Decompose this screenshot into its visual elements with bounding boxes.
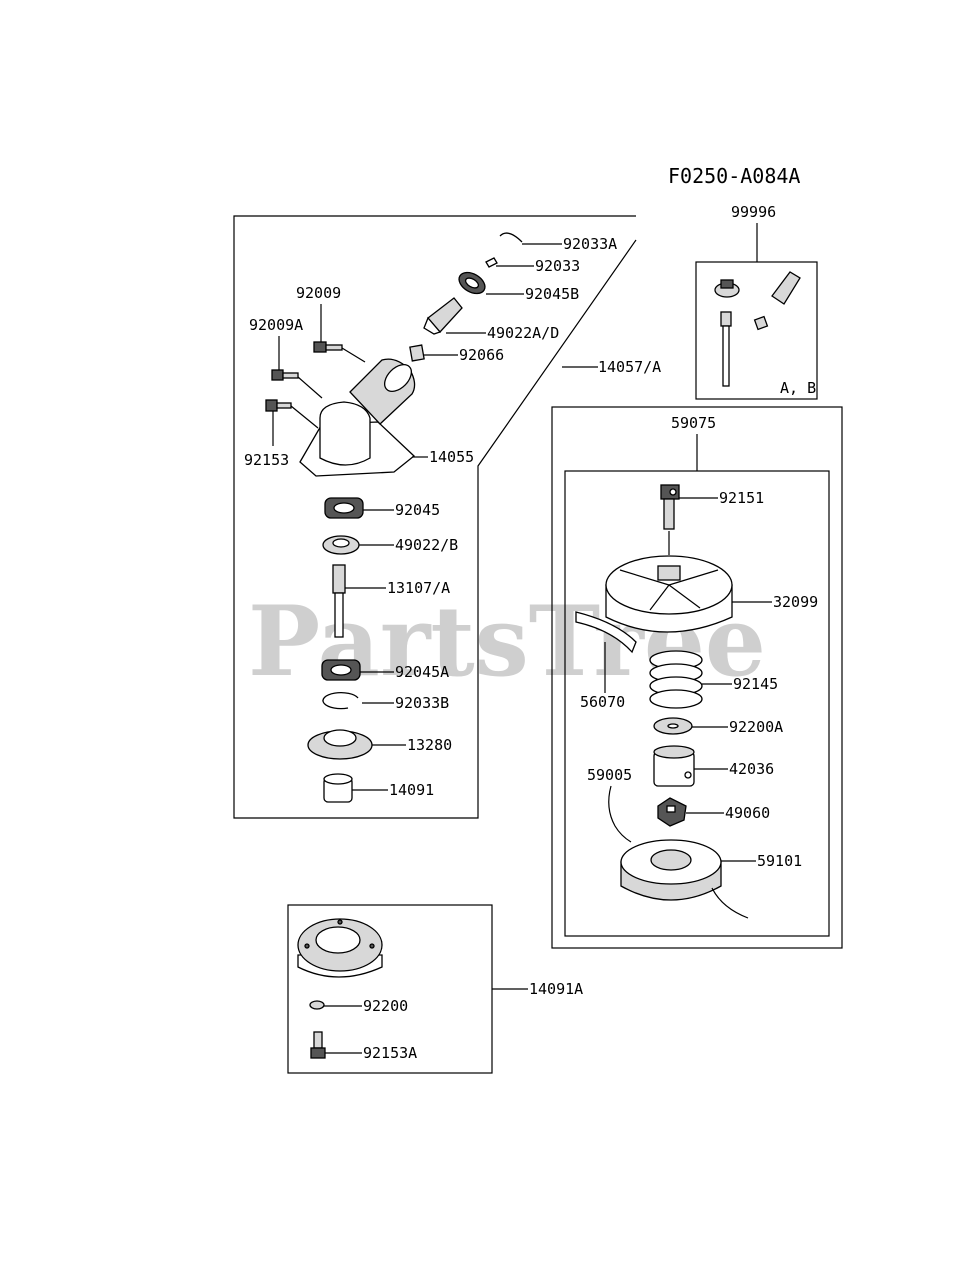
kit-variants-label: A, B <box>780 379 816 397</box>
adapter-42036[interactable]: 42036 <box>653 745 774 787</box>
diagram-code: F0250-A084A <box>668 164 800 188</box>
trimmer-head-inner-box <box>564 470 830 937</box>
part-label-92045[interactable]: 92045 <box>395 501 440 519</box>
circlip-92033a[interactable]: 92033A <box>499 232 617 253</box>
part-label-92009[interactable]: 92009 <box>296 284 341 302</box>
spring-92145[interactable]: 92145 <box>649 650 778 709</box>
kit-99996-parts[interactable] <box>714 271 801 387</box>
part-label-59005[interactable]: 59005 <box>587 766 632 784</box>
gear-case-14055[interactable]: 14055 <box>299 358 474 477</box>
washer-92200a[interactable]: 92200A <box>653 717 783 736</box>
part-label-32099[interactable]: 32099 <box>773 593 818 611</box>
group-label-99996[interactable]: 99996 <box>731 203 776 221</box>
shaft-13107a[interactable]: 13107/A <box>332 564 450 638</box>
kit-99996-box <box>695 261 818 400</box>
pin-92033[interactable]: 92033 <box>485 257 580 275</box>
part-label-92200[interactable]: 92200 <box>363 997 408 1015</box>
part-label-92033[interactable]: 92033 <box>535 257 580 275</box>
spool-housing-32099[interactable]: 32099 <box>605 555 818 633</box>
strip-56070[interactable]: 56070 <box>575 611 637 711</box>
collar-13280[interactable]: 13280 <box>307 729 452 760</box>
bolt-92009[interactable]: 92009 <box>296 284 366 363</box>
part-label-14091[interactable]: 14091 <box>389 781 434 799</box>
part-label-92045a[interactable]: 92045A <box>395 663 449 681</box>
sleeve-14091[interactable]: 14091 <box>323 773 434 803</box>
part-label-13280[interactable]: 13280 <box>407 736 452 754</box>
gear-49022b[interactable]: 49022/B <box>322 535 458 555</box>
part-label-92066[interactable]: 92066 <box>459 346 504 364</box>
group-label-14057a[interactable]: 14057/A <box>598 358 661 376</box>
part-label-92145[interactable]: 92145 <box>733 675 778 693</box>
gear-case-frame <box>233 215 637 819</box>
part-label-13107a[interactable]: 13107/A <box>387 579 450 597</box>
circlip-92033b[interactable]: 92033B <box>322 692 449 712</box>
part-label-49022b[interactable]: 49022/B <box>395 536 458 554</box>
part-label-92200a[interactable]: 92200A <box>729 718 783 736</box>
part-label-49060[interactable]: 49060 <box>725 804 770 822</box>
part-label-92009a[interactable]: 92009A <box>249 316 303 334</box>
part-label-59101[interactable]: 59101 <box>757 852 802 870</box>
part-label-49022ad[interactable]: 49022A/D <box>487 324 559 342</box>
part-label-56070[interactable]: 56070 <box>580 693 625 711</box>
part-label-92153a[interactable]: 92153A <box>363 1044 417 1062</box>
cover-plate[interactable] <box>297 918 383 978</box>
bearing-92045b[interactable]: 92045B <box>455 268 579 303</box>
part-label-42036[interactable]: 42036 <box>729 760 774 778</box>
bolt-92153[interactable]: 92153 <box>244 399 319 469</box>
group-label-59075[interactable]: 59075 <box>671 414 716 432</box>
plug-92066[interactable]: 92066 <box>409 344 504 364</box>
part-label-92033b[interactable]: 92033B <box>395 694 449 712</box>
part-label-92045b[interactable]: 92045B <box>525 285 579 303</box>
bearing-92045[interactable]: 92045 <box>324 497 440 519</box>
part-label-14055[interactable]: 14055 <box>429 448 474 466</box>
part-label-92151[interactable]: 92151 <box>719 489 764 507</box>
washer-92200[interactable]: 92200 <box>309 997 408 1015</box>
trimmer-line-59005[interactable]: 59005 <box>587 766 632 843</box>
nut-49060[interactable]: 49060 <box>657 797 770 827</box>
bolt-92151[interactable]: 92151 <box>660 484 764 555</box>
bolt-92009a[interactable]: 92009A <box>249 316 323 399</box>
trimmer-head-outer-box <box>551 406 843 949</box>
bearing-92045a[interactable]: 92045A <box>321 659 449 681</box>
spool-59101[interactable]: 59101 <box>620 839 802 919</box>
gear-49022ad[interactable]: 49022A/D <box>423 297 559 342</box>
part-label-92033a[interactable]: 92033A <box>563 235 617 253</box>
bolt-92153a[interactable]: 92153A <box>310 1031 417 1062</box>
group-label-14091a[interactable]: 14091A <box>529 980 583 998</box>
part-label-92153[interactable]: 92153 <box>244 451 289 469</box>
